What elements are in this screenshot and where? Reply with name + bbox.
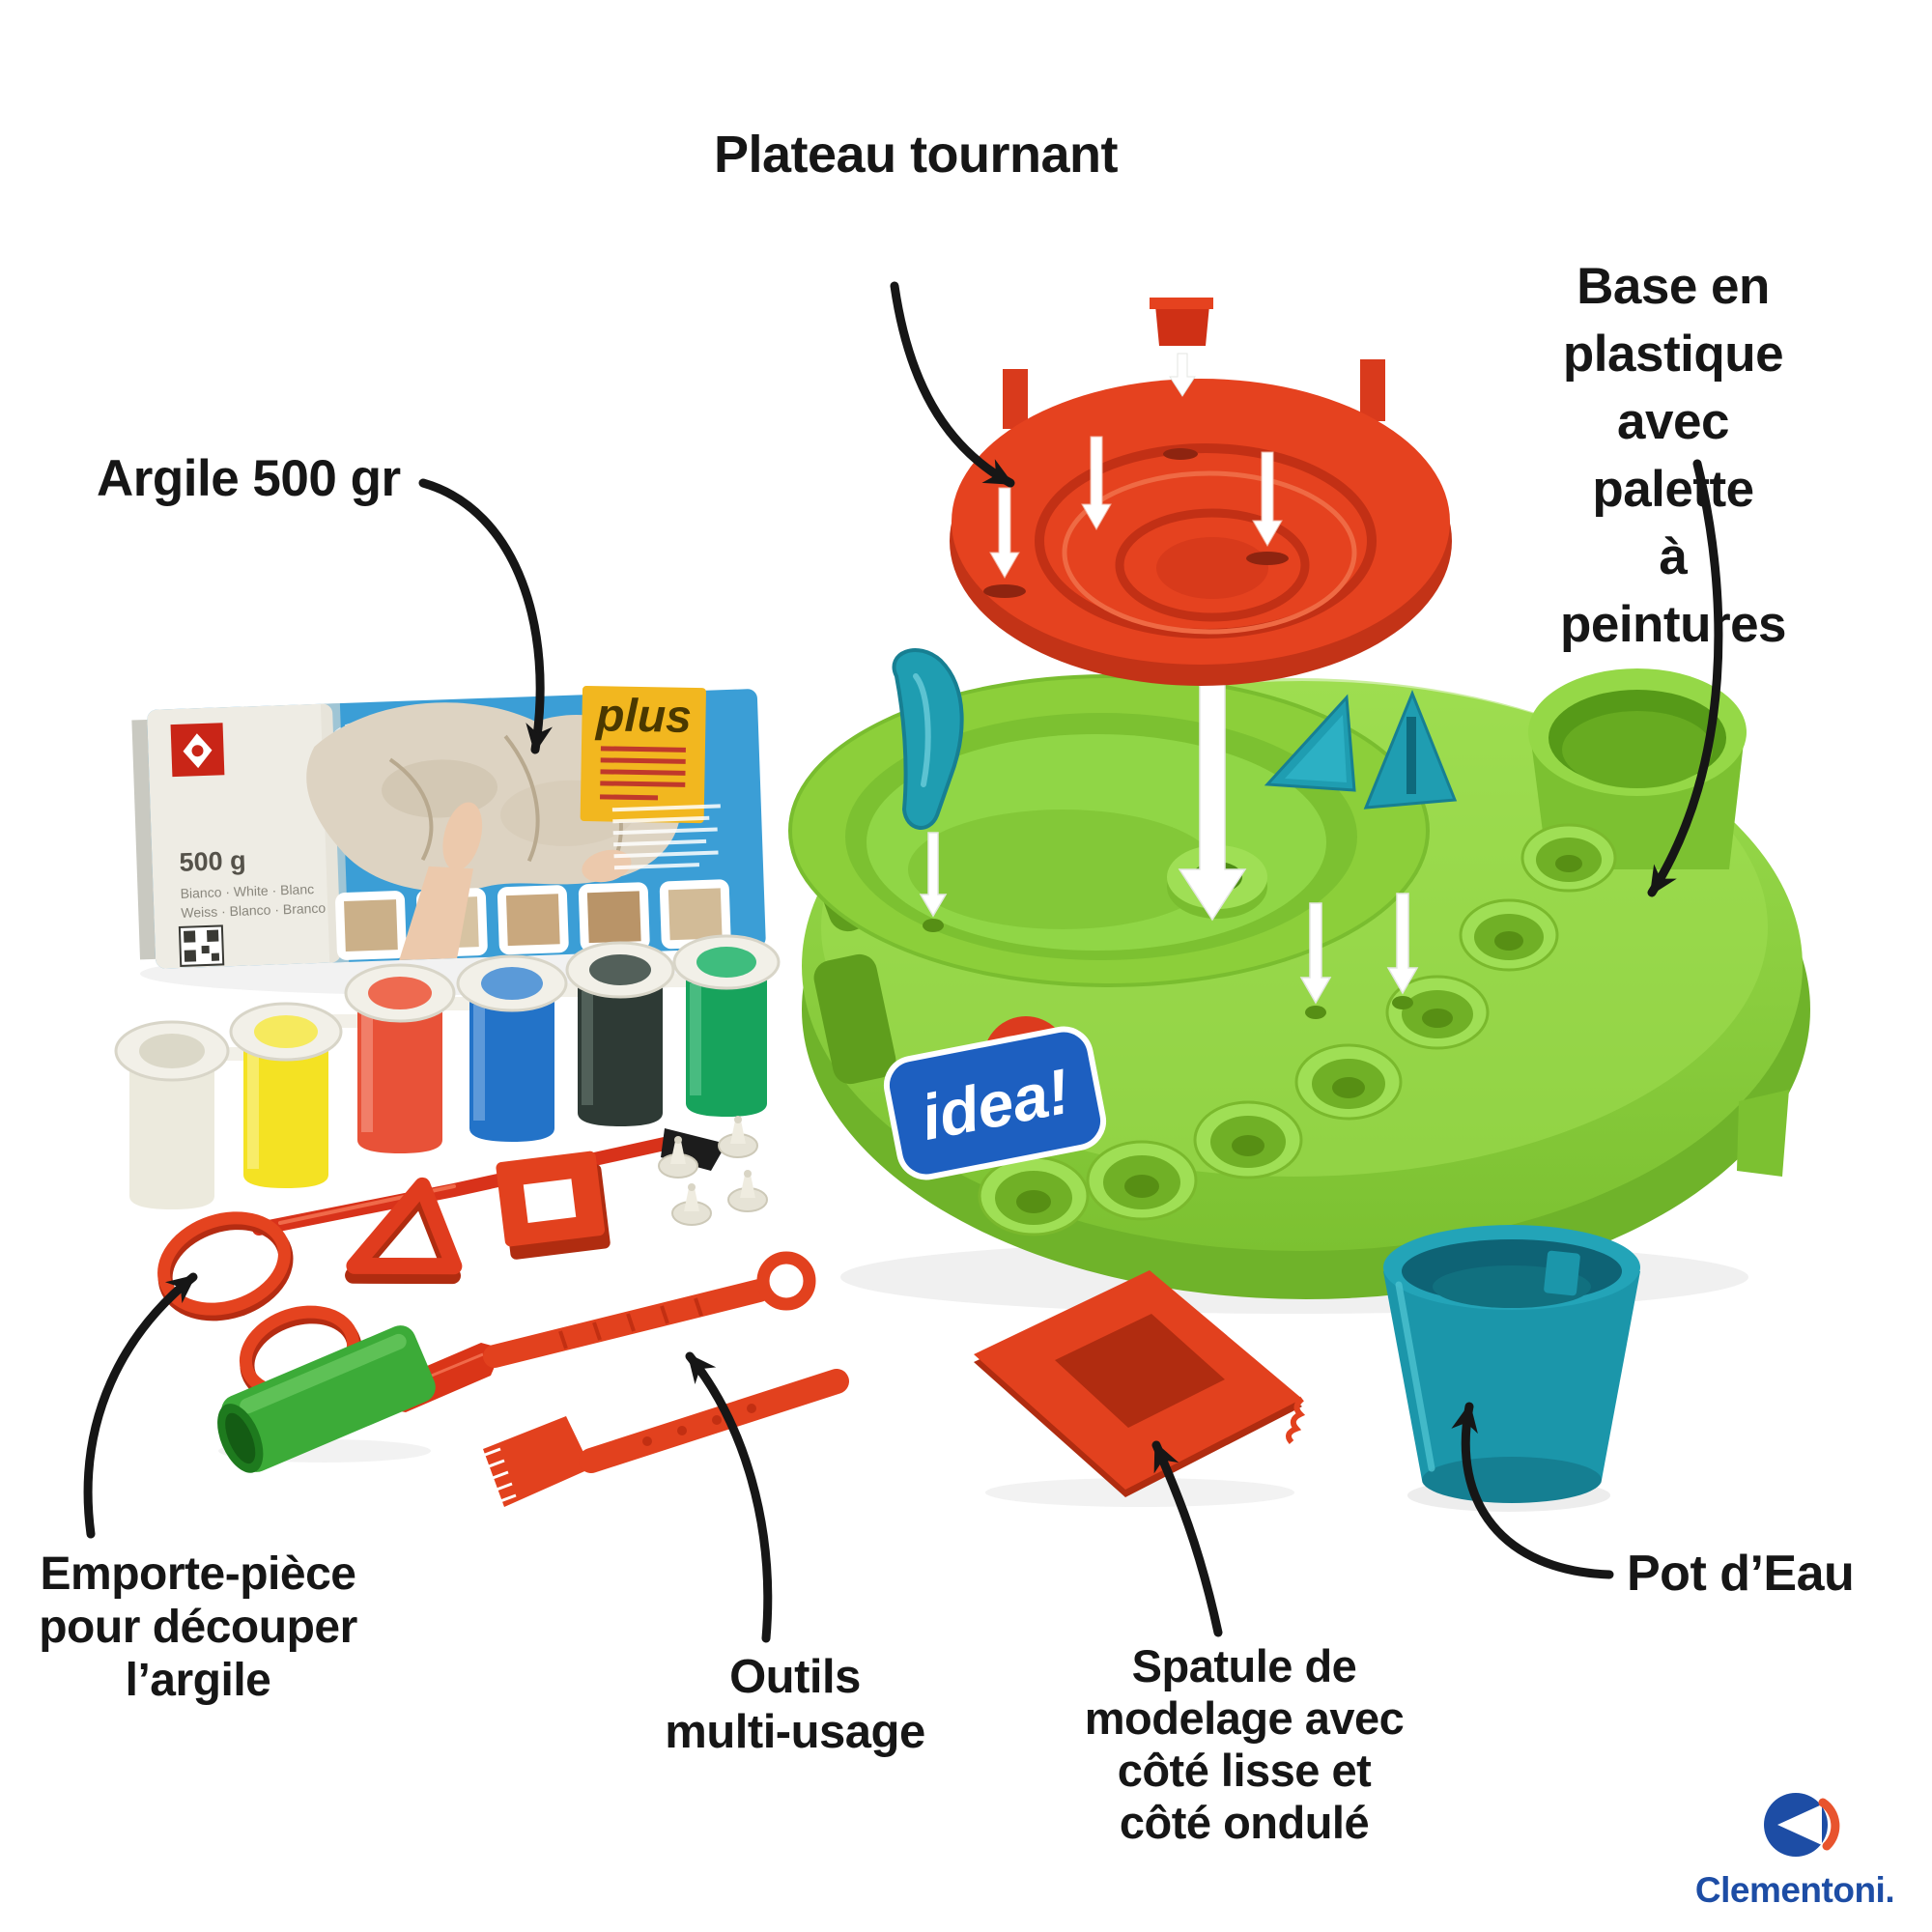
assembly-arrow-cone [1386, 893, 1419, 995]
hand-photo [399, 866, 473, 961]
callout-label-cutters: Emporte-pièce pour découper l’argile [39, 1548, 357, 1707]
disc-tab [1360, 359, 1385, 421]
paintbrush [252, 1128, 726, 1236]
triangle-cutter [345, 1177, 463, 1285]
package-colors-2: Weiss · Blanco · Branco [181, 900, 327, 921]
callout-arrow-tools [685, 1351, 773, 1643]
paint-pot-green [672, 934, 781, 1117]
paint-pots-strip [114, 934, 781, 1209]
machine-base: idea! [788, 668, 1810, 1299]
turntable-disc [950, 359, 1452, 686]
callout-arrow-cutters [83, 1272, 198, 1539]
callout-label-tools: Outils multi-usage [665, 1651, 925, 1758]
modeling-spatula [974, 1270, 1306, 1497]
assembly-arrow-cap [1169, 353, 1196, 397]
multi-tool-serrated [483, 1369, 849, 1507]
idea-badge: idea! [883, 1026, 1107, 1180]
package-logo [170, 723, 225, 778]
callout-label-spatula: Spatule de modelage avec côté lisse et c… [1084, 1640, 1405, 1849]
paint-pot-red [344, 963, 456, 1153]
assembly-arrow-cone [1299, 902, 1332, 1005]
package-weight: 500 g [179, 846, 246, 877]
callout-label-base: Base en plastique avec palette à peintur… [1559, 258, 1787, 653]
teal-cone-tools [1264, 689, 1458, 810]
assembly-arrow-disc [1081, 436, 1112, 531]
callout-label-water-pot: Pot d’Eau [1627, 1546, 1855, 1602]
palette-cup [1528, 668, 1747, 869]
clay-nozzles [658, 1116, 768, 1226]
clementoni-logo-icon [1764, 1793, 1840, 1857]
package-photo-strip [335, 879, 731, 960]
callout-arrow-water [1451, 1402, 1614, 1579]
assembly-arrow-lever [919, 832, 948, 918]
paint-pot-yellow [229, 1002, 343, 1188]
assembly-arrow-disc [989, 487, 1020, 580]
machine-foot [1737, 1090, 1789, 1177]
turntable-cap [1150, 298, 1213, 397]
plus-tag: plus [580, 686, 706, 824]
callout-label-clay: Argile 500 gr [97, 450, 401, 507]
assembly-arrows-base [919, 675, 1419, 1005]
tool-ring-handle [756, 1251, 816, 1311]
assembly-arrow-disc [1252, 451, 1283, 548]
callout-arrow-turntable [890, 281, 1015, 488]
clementoni-wordmark: Clementoni. [1694, 1870, 1895, 1910]
callout-arrow-spatula [1151, 1440, 1223, 1637]
package-microtext [611, 804, 721, 870]
bucket-tab [1544, 1250, 1580, 1296]
disc-tab [1003, 369, 1028, 429]
teal-lever [892, 648, 964, 830]
callout-arrow-clay [418, 478, 553, 754]
paint-pot-white [114, 1020, 230, 1209]
package-colors-1: Bianco · White · Blanc [180, 881, 314, 901]
water-bucket [1383, 1225, 1640, 1503]
callout-arrow-base [1647, 459, 1723, 897]
clay-package: 500 g Bianco · White · Blanc Weiss · Bla… [131, 686, 766, 969]
tool-slot [813, 953, 896, 1085]
assembly-arrow-main [1178, 675, 1247, 922]
clay-tube [217, 1325, 436, 1473]
callout-label-turntable: Plateau tournant [713, 126, 1119, 184]
package-qr-code [178, 924, 225, 967]
spatula-wavy-edge [1285, 1396, 1306, 1444]
plus-tag-text: plus [594, 690, 693, 743]
paint-pot-black [565, 941, 675, 1126]
deck-holes [923, 919, 1413, 1019]
square-cutter [496, 1151, 611, 1260]
paint-wells [978, 823, 1617, 1236]
paint-pot-blue [456, 954, 568, 1142]
